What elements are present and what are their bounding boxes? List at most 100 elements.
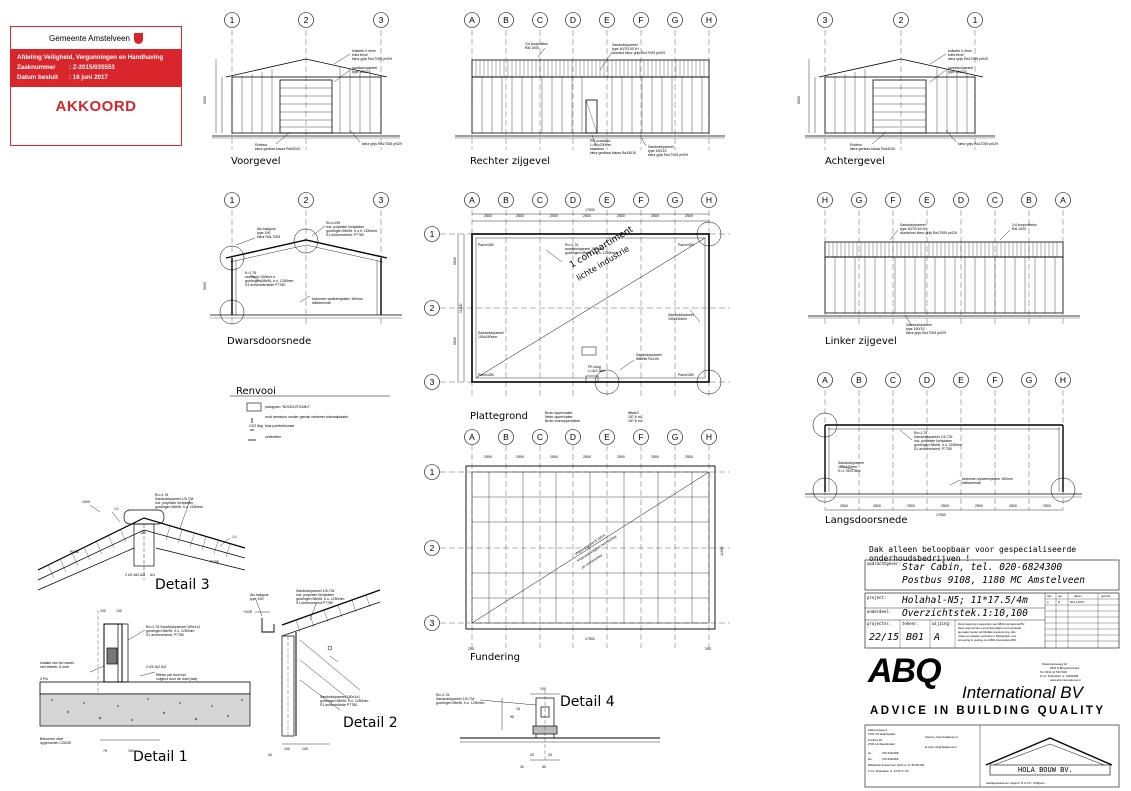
grid-bubble-linkerzijgevel-C	[987, 192, 1003, 208]
grid-bubble-langsdoorsnede-A	[817, 372, 833, 388]
svg-text:sandwich 150mm e: sandwich 150mm e	[245, 275, 275, 279]
svg-text:100: 100	[116, 609, 122, 613]
svg-text:type 190: type 190	[250, 597, 263, 601]
svg-text:2500: 2500	[840, 504, 848, 508]
svg-text:2700 AA Waardpolder: 2700 AA Waardpolder	[868, 742, 895, 746]
svg-text:type 150/1S: type 150/1S	[948, 70, 967, 74]
grid-bubble-voorgevel-3	[373, 12, 389, 28]
grid-bubble-plattegrond-G	[667, 192, 683, 208]
grid-bubble-linkerzijgevel-D	[953, 192, 969, 208]
stamp-details: Afdeling Veiligheid, Vergunningen en Han…	[11, 49, 181, 87]
project-label: project:	[867, 595, 887, 600]
svg-text:Sandwichpaneel: Sandwichpaneel	[636, 353, 662, 357]
svg-text:a: a	[1047, 600, 1049, 604]
view-label-achtergevel: Achtergevel	[825, 156, 885, 167]
svg-text:Sandwichpaneel 1/5-73/r: Sandwichpaneel 1/5-73/r	[296, 589, 336, 593]
svg-text:Kalkovenweg 3: Kalkovenweg 3	[868, 728, 887, 732]
grid-bubble-dwarsdoorsnede-1	[224, 192, 240, 208]
svg-text:Deze tekening is eigendom van: Deze tekening is eigendom van ABQ-Intern…	[958, 622, 1025, 626]
svg-text:2500: 2500	[651, 455, 659, 459]
svg-text:gecontr.: gecontr.	[1101, 594, 1111, 598]
svg-text:Niets mag worden vermenigvuldi: Niets mag worden vermenigvuldigd en/of o…	[958, 626, 1021, 630]
svg-text:blus poederblusser: blus poederblusser	[265, 424, 295, 428]
svg-text:Roldeur: Roldeur	[850, 143, 863, 147]
svg-text:maten ter plaatse controleren.: maten ter plaatse controleren. Wijziging…	[958, 634, 1017, 638]
grid-label-plattegrond-D: D	[570, 195, 576, 205]
grid-bubble-plattegrond-C	[532, 192, 548, 208]
grid-bubble-voorgevel-2	[298, 12, 314, 28]
svg-text:Rotterdamseweg 24: Rotterdamseweg 24	[1042, 662, 1067, 666]
svg-text:5000: 5000	[797, 96, 801, 104]
stamp-header: Gemeente Amstelveen	[11, 27, 181, 49]
svg-text:K=1.76: K=1.76	[245, 271, 256, 275]
view-label-voorgevel: Voorgevel	[231, 156, 281, 167]
svg-text:Sandwichpaneel 1/5-73/r: Sandwichpaneel 1/5-73/r	[155, 497, 195, 501]
svg-text:CO2 6kg: CO2 6kg	[249, 424, 263, 428]
svg-text:Sandwichpaneel 1/5-73/r: Sandwichpaneel 1/5-73/r	[914, 435, 954, 439]
svg-text:Alu bakgoot: Alu bakgoot	[257, 227, 276, 231]
svg-text:2661 R Bergschenhoek: 2661 R Bergschenhoek	[1050, 666, 1080, 670]
view-label-plattegrond: Plattegrond	[470, 411, 528, 422]
svg-text:2500: 2500	[685, 214, 693, 218]
grid-label-langsdoorsnede-E: E	[958, 375, 964, 385]
stamp-department: Afdeling Veiligheid, Vergunningen en Han…	[17, 54, 164, 61]
title-block: Deze tekening is eigendom van ABQ-Intern…	[864, 559, 1120, 788]
svg-text:gordingen 58x96, h.o.h. 1250mm: gordingen 58x96, h.o.h. 1250mm	[565, 251, 616, 255]
svg-text:0 Psl: 0 Psl	[40, 677, 48, 681]
svg-text:Pacm1DB: Pacm1DB	[678, 243, 694, 247]
svg-text:150: 150	[128, 749, 134, 753]
grid-label-linkerzijgevel-E: E	[924, 195, 930, 205]
grid-bubble-langsdoorsnede-F	[987, 372, 1003, 388]
svg-text:Internet: www.holabouw.nl: Internet: www.holabouw.nl	[925, 735, 958, 739]
svg-text:kleur grijs Ra17005 pr029: kleur grijs Ra17005 pr029	[948, 57, 988, 61]
svg-text:Rtthek pal hout tuin: Rtthek pal hout tuin	[156, 673, 186, 677]
case-number-value: : Z-2015/035553	[69, 64, 115, 71]
roof-access-note: Dak alleen beloopbaar voor gespecialisee…	[869, 545, 1077, 563]
grid-label-achtergevel-1: 1	[973, 15, 978, 25]
svg-text:sandwichpaneel: sandwichpaneel	[352, 66, 377, 70]
fundering-foundation: Wapeningsnet 8-150 tt Vloerveld volgens …	[440, 445, 730, 651]
svg-text:incl. polyester lichtplaten: incl. polyester lichtplaten	[155, 501, 193, 505]
svg-text:dilekkermde: dilekkermde	[962, 481, 981, 485]
svg-text:250: 250	[705, 647, 711, 651]
svg-text:tvies tevel: tvies tevel	[948, 53, 964, 57]
grid-bubble-dwarsdoorsnede-2	[298, 192, 314, 208]
grid-bubble-plattegrond-B	[498, 192, 514, 208]
grid-bubble-rechterzijgevel-D	[565, 12, 581, 28]
svg-text:Ral 1000: Ral 1000	[1012, 227, 1026, 231]
grid-bubble-voorgevel-1	[224, 12, 240, 28]
svg-text:uitvoering in overleg met ABQ-: uitvoering in overleg met ABQ-Internatio…	[958, 638, 1017, 642]
svg-text:Pacm1DB: Pacm1DB	[478, 243, 494, 247]
grid-label-langsdoorsnede-D: D	[924, 375, 930, 385]
grid-label-fundering-B: B	[503, 432, 509, 442]
svg-text:S1 axlnorm/wind P7780: S1 axlnorm/wind P7780	[296, 601, 333, 605]
svg-text:L=4x2.36m: L=4x2.36m	[588, 369, 605, 373]
svg-text:met afwerk- 8 kmb: met afwerk- 8 kmb	[40, 665, 69, 669]
grid-bubble-fundering-C	[532, 429, 548, 445]
svg-text:100: 100	[284, 747, 290, 751]
svg-text:incl. polyester lichtplaten: incl. polyester lichtplaten	[914, 439, 952, 443]
svg-text:2 U5 162 A/2: 2 U5 162 A/2	[125, 573, 145, 577]
svg-text:5500: 5500	[453, 337, 457, 345]
svg-text:type 150/1S: type 150/1S	[906, 327, 925, 331]
svg-text:Tel. 0031 10 5217300: Tel. 0031 10 5217300	[1040, 670, 1067, 674]
grid-label-linkerzijgevel-H: H	[822, 195, 828, 205]
project-number: 22/15	[869, 632, 900, 643]
svg-text:15: 15	[516, 707, 520, 711]
grid-bubble-rechterzijgevel-A	[464, 12, 480, 28]
svg-text:2500: 2500	[516, 214, 524, 218]
svg-text:K.v.K. Rotterdam nr. 24.30.77.: K.v.K. Rotterdam nr. 24.30.77.44	[868, 769, 909, 773]
svg-text:kleur gentiaa blauw Ra15010: kleur gentiaa blauw Ra15010	[255, 147, 300, 151]
svg-text:PC88: PC88	[210, 560, 219, 564]
svg-text:150x150mm: 150x150mm	[668, 317, 687, 321]
company-slogan: ADVICE IN BUILDING QUALITY	[870, 705, 1106, 717]
abq-logo: ABQ	[868, 652, 942, 690]
grid-bubble-linkerzijgevel-H	[817, 192, 833, 208]
svg-text:40: 40	[268, 753, 272, 757]
svg-text:Ro=1.76: Ro=1.76	[565, 243, 578, 247]
svg-text:+4/25: +4/25	[243, 610, 252, 614]
